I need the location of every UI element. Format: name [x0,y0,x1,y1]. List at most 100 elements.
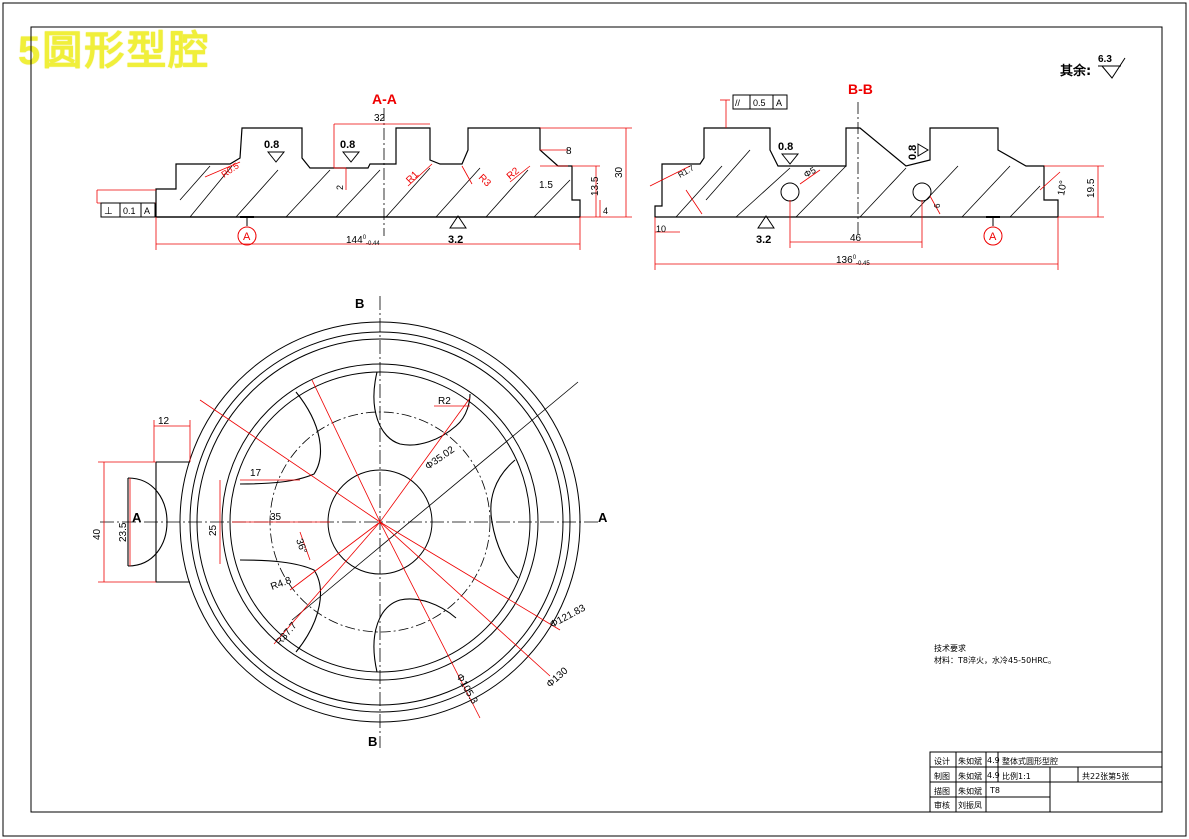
section-bb-height: 19.5 [1086,178,1097,198]
section-aa-view: A-A [96,91,632,250]
section-aa-r1: R1 [404,169,421,186]
section-bb-hole-left [780,182,800,202]
tb-sheet: 共22张第5张 [1082,772,1130,781]
section-bb-roughness-2: 0.8 [907,143,929,160]
svg-text:0.8: 0.8 [778,141,793,153]
general-roughness-note: 其余: 6.3 [1060,54,1126,79]
section-aa-r3: R3 [476,172,493,189]
section-aa-top-width: 32 [374,113,386,124]
roughness-value: 6.3 [1098,54,1112,65]
r35-label: 35 [270,512,282,523]
w25-label: 25 [208,524,219,536]
section-bb-base-step: 10 [656,224,666,234]
section-aa-step-width: 1.5 [539,180,553,191]
d40-label: 40 [92,528,103,540]
ang36-label: 36° [293,537,309,555]
section-bb-d-small: 6 [933,203,942,208]
svg-text:⊥: ⊥ [104,206,113,217]
dia121-label: Φ121.83 [548,603,588,631]
r48-label: R4.8 [269,575,293,593]
rib-lower-left [239,559,321,653]
section-aa-step-depth: 8 [566,146,572,157]
r2-label: R2 [438,396,451,407]
section-bb-hole-spacing: 46 [850,233,862,244]
section-aa-roughness-1: 0.8 [264,139,286,163]
tech-requirements-text: 材料：T8淬火，水冷45-50HRC。 [934,656,1056,665]
tb-material: T8 [990,786,1000,795]
section-aa-width-label: 1440-0.44 [346,235,380,247]
svg-text:0.8: 0.8 [264,139,279,151]
dia130-label: Φ130 [545,665,571,690]
d235-label: 23.5 [118,522,129,542]
tb-name-4: 刘振凤 [958,801,982,810]
svg-text:A: A [243,231,251,243]
section-aa-roughness-2: 0.8 [340,139,361,163]
rib-right [490,459,519,579]
tb-date-2: 4.9 [987,771,1000,780]
dia105-label: Φ105.3 [453,672,479,706]
w17-label: 17 [250,468,262,479]
title-block [929,751,1163,813]
section-bb-r17: R1.7 [677,163,697,180]
tb-name-3: 朱如斌 [958,787,982,796]
cut-label-b-bottom: B [368,734,377,749]
svg-text:0.8: 0.8 [340,139,355,151]
section-aa-hatching [179,165,571,218]
section-bb-dimensions [649,99,1104,270]
r377-label: R37.7 [274,620,300,648]
section-bb-roughness-3: 3.2 [756,215,775,246]
tb-role-1: 设计 [934,757,950,766]
svg-text:0.5: 0.5 [753,98,766,108]
cut-label-b-top: B [355,296,364,311]
cavity-ribs [239,371,519,673]
section-aa-base: 4 [603,206,608,216]
section-bb-view: B-B [649,81,1104,270]
tb-role-4: 审核 [934,801,950,810]
rib-top [373,371,471,446]
tech-requirements-heading: 技术要求 [934,644,966,653]
drawing-watermark: 5圆形型腔 [18,29,211,73]
cut-label-a-right: A [598,510,608,525]
svg-text:3.2: 3.2 [448,234,463,246]
diagonal-centerline [291,381,579,621]
slot-width-label: 12 [158,416,170,427]
svg-text:A: A [989,231,997,243]
section-bb-outline [654,127,1059,218]
section-aa-height: 30 [614,166,625,178]
section-bb-width-label: 1360-0.45 [836,255,870,267]
rib-upper-left [239,391,321,485]
svg-text:A: A [144,206,150,216]
section-bb-title: B-B [848,81,873,97]
tb-role-2: 制图 [934,772,950,781]
tb-role-3: 描图 [934,787,950,796]
section-bb-datum-a: A [983,216,1003,246]
section-bb-angle: 10° [1056,180,1069,197]
tb-scale: 比例1:1 [1002,772,1031,781]
svg-text:A: A [776,98,782,108]
section-aa-title: A-A [372,91,397,107]
section-aa-depth: 2 [335,185,345,190]
roughness-symbol [1101,57,1126,79]
plan-view: A A B B 12 40 23.5 17 25 35 36° R2 R4.8 … [92,296,608,749]
section-bb-parallelism-frame: // 0.5 A [732,94,788,110]
tb-date-1: 4.9 [987,756,1000,765]
dia35-label: Φ35.02 [423,444,457,472]
section-bb-roughness-1: 0.8 [778,141,800,165]
section-aa-dimensions [96,123,632,250]
tb-name-2: 朱如斌 [958,772,982,781]
inner-frame [30,26,1163,813]
section-aa-roughness-3: 3.2 [448,215,467,246]
section-bb-hole-right [912,182,932,202]
rib-bottom [373,598,457,673]
section-aa-perpendicularity-frame: ⊥ 0.1 A [100,202,156,218]
section-aa-datum-a: A [237,216,257,246]
svg-text:0.8: 0.8 [907,145,919,160]
cut-label-a-left: A [132,510,142,525]
section-bb-hatching [675,149,1041,218]
roughness-prefix: 其余: [1060,63,1091,79]
section-aa-step-height: 13.5 [590,176,601,196]
tb-part-name: 整体式圆形型腔 [1002,757,1058,766]
svg-text://: // [735,98,741,108]
